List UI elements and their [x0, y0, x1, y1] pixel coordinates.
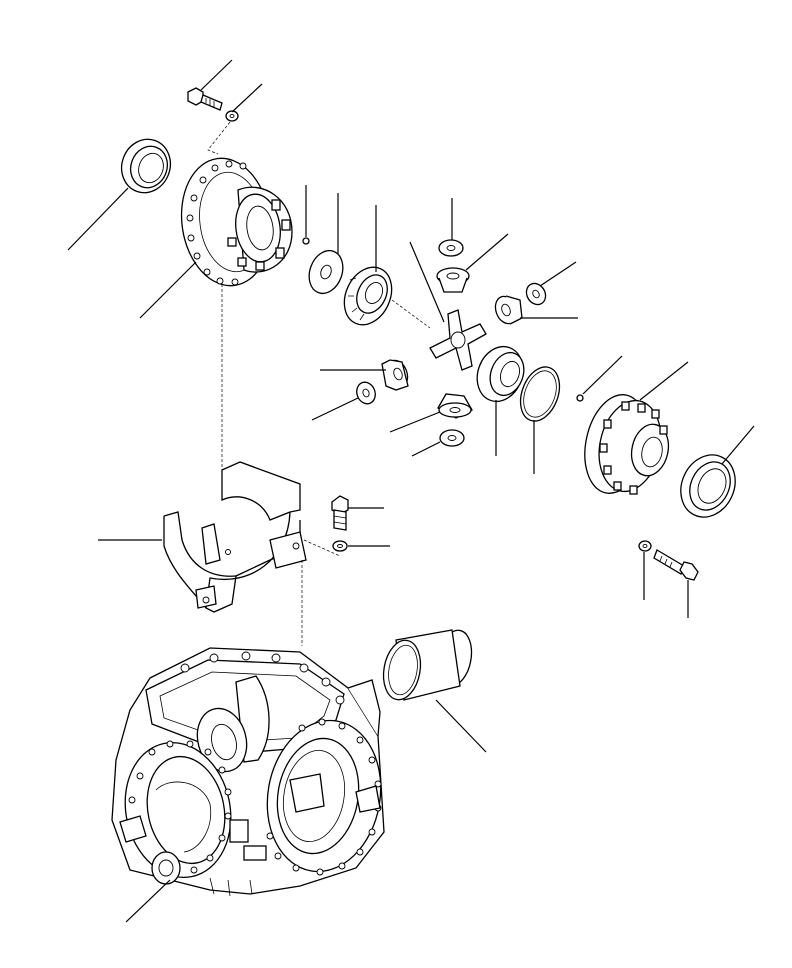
- leader-case-left: [139, 261, 197, 319]
- pin-small-right: [576, 394, 584, 402]
- hex-bolt-top: [187, 87, 223, 111]
- assembly-line-top: [207, 121, 231, 155]
- hex-bolt-bracket: [331, 495, 349, 531]
- axle-housing: [111, 647, 385, 897]
- leader-pinion-washer-right: [539, 261, 577, 287]
- housing-top-bolts: [180, 651, 345, 705]
- differential-spider: [429, 309, 487, 371]
- leader-bushing: [435, 699, 487, 753]
- pinion-washer-right: [525, 282, 547, 306]
- leader-pinion-gear-top: [465, 233, 509, 271]
- thrust-washer-2: [519, 366, 561, 422]
- leader-washer-top: [231, 83, 263, 113]
- pinion-washer-bottom: [439, 429, 465, 447]
- leader-pinion-washer-bottom: [411, 441, 441, 457]
- leader-pinion-gear-bottom: [389, 411, 441, 433]
- pinion-gear-right: [494, 295, 523, 325]
- oil-seal-left: [120, 138, 172, 194]
- pinion-gear-top: [436, 267, 470, 293]
- side-gear-right: [476, 345, 525, 403]
- bearing-bracket: [163, 461, 307, 613]
- pin-small: [302, 237, 310, 245]
- leader-pinion-washer-left: [311, 397, 359, 421]
- leader-spider: [409, 241, 445, 323]
- pinion-washer-left: [356, 381, 376, 405]
- washer-top: [225, 110, 239, 122]
- differential-case-right: [584, 394, 670, 495]
- hex-bolt-right: [653, 549, 699, 581]
- oil-seal-right: [680, 454, 736, 518]
- case-right-bolt-heads: [599, 401, 668, 495]
- pinion-gear-bottom: [437, 393, 473, 419]
- leader-case-right: [639, 361, 689, 401]
- washer-right: [638, 540, 652, 552]
- thrust-washer-1: [308, 249, 344, 295]
- differential-case-left: [180, 157, 293, 287]
- side-gear-left: [343, 266, 393, 326]
- assembly-line-gear: [391, 299, 431, 329]
- assembly-line-bracket: [303, 539, 341, 557]
- leader-seal-left: [67, 187, 129, 251]
- leader-bolt-top: [200, 59, 233, 91]
- washer-bracket: [332, 540, 348, 552]
- bushing-sleeve: [382, 629, 473, 701]
- pinion-washer-top: [438, 239, 464, 257]
- flange-bolt-holes: [186, 160, 247, 286]
- leader-pin-right: [582, 355, 623, 395]
- leader-housing: [125, 879, 171, 923]
- leader-seal-right: [721, 425, 755, 465]
- pinion-gear-left: [381, 359, 409, 391]
